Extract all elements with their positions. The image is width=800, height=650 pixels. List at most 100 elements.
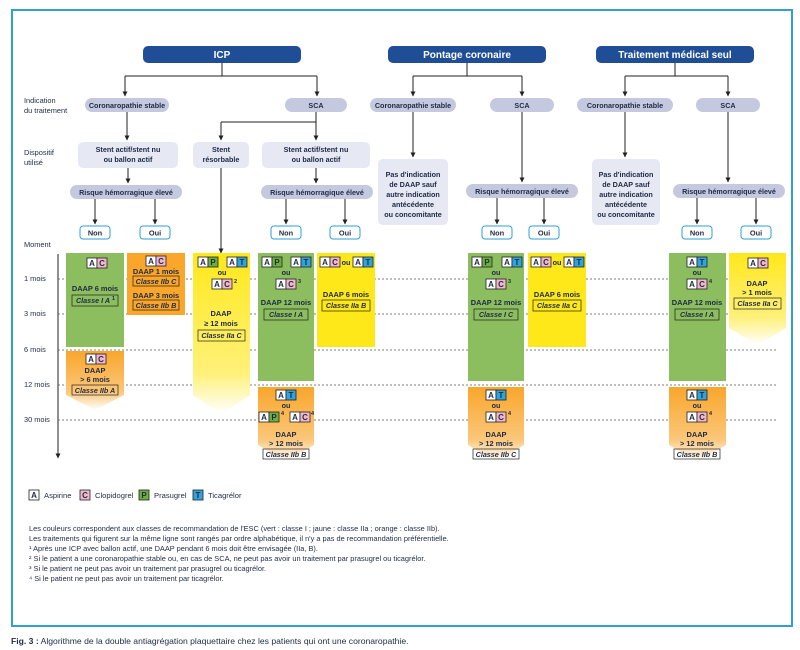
pill-medical-stable [577, 98, 673, 112]
b10-dur: > 12 mois [479, 439, 513, 448]
drug-p: P [484, 258, 490, 267]
b12-class: Classe IIa C [737, 299, 778, 308]
device-pontage-none-l1: Pas d'indication [386, 170, 441, 179]
legend-t-letter: T [196, 491, 201, 500]
b10-class: Classe IIb C [476, 450, 518, 459]
answer-oui-3-label: Oui [538, 229, 550, 238]
answer-non-4-label: Non [690, 229, 705, 238]
answer-oui-1 [139, 225, 171, 240]
header-pontage [388, 46, 546, 63]
answer-oui-2 [329, 225, 361, 240]
legend-ticagrelor: Ticagrélor [208, 491, 242, 500]
drug-t: T [700, 391, 705, 400]
drug-t: T [304, 258, 309, 267]
b2-daap2: DAAP 3 mois [133, 291, 179, 300]
header-icp [143, 46, 301, 63]
risk-icp-sca-label: Risque hémorragique élevé [270, 188, 364, 197]
b11-class: Classe I A [680, 310, 714, 319]
pill-icp-sca [285, 98, 347, 112]
b5-class: Classe I A [269, 310, 303, 319]
drug-group-b6: A C ou A T [319, 256, 374, 268]
device-medical-none-l3: autre indication [599, 190, 653, 199]
drug-a: A [750, 259, 756, 268]
drug-a: A [504, 258, 510, 267]
drug-a: A [278, 391, 284, 400]
ou-label: ou [282, 401, 291, 410]
b3-dur: > 6 mois [80, 375, 110, 384]
risk-medical-sca [673, 184, 785, 198]
drug-group-b9: A C ou A T [530, 256, 585, 268]
b2-class1: Classe IIb C [136, 277, 178, 286]
drug-a: A [689, 258, 695, 267]
drug-a: A [322, 258, 328, 267]
note-order: Les traitements qui figurent sur la même… [29, 533, 449, 543]
box-resorbable [193, 253, 250, 414]
answer-boxes: Non Oui Non Oui Non Oui Non Oui [79, 225, 772, 240]
sup-4: 4 [709, 411, 713, 417]
drug-a: A [200, 258, 206, 267]
drug-a: A [264, 258, 270, 267]
b12-daap: DAAP [747, 279, 768, 288]
device-icp-stable-l1: Stent actif/stent nu [96, 145, 161, 154]
b6-class: Classe IIa B [326, 301, 366, 310]
answer-non-3-label: Non [490, 229, 505, 238]
caption-text: Algorithme de la double antiagrégation p… [38, 636, 409, 646]
drug-t: T [577, 258, 582, 267]
drug-t: T [289, 391, 294, 400]
device-icp-sca-l2: ou ballon actif [292, 155, 341, 164]
pill-icp-sca-label: SCA [308, 101, 323, 110]
drug-c: C [699, 280, 705, 289]
pill-pontage-stable-label: Coronaropathie stable [375, 101, 451, 110]
risk-icp-sca [261, 185, 373, 199]
drug-group-b13: A T ou A C 4 [686, 389, 713, 423]
drug-a: A [488, 413, 494, 422]
drug-a: A [474, 258, 480, 267]
legend-c-letter: C [82, 491, 88, 500]
b13-class: Classe IIb B [677, 450, 718, 459]
box-pontage-after12 [468, 387, 524, 462]
b13-dur: > 12 mois [680, 439, 714, 448]
row-label-indication-2: du traitement [24, 106, 67, 115]
row-label-dispositif-1: Dispositif [24, 148, 55, 157]
sup-4: 4 [709, 279, 713, 285]
legend-a-letter: A [31, 491, 37, 500]
legend-p-letter: P [141, 491, 147, 500]
device-pontage-none-l5: ou concomitante [384, 210, 442, 219]
ou-label: ou [492, 401, 501, 410]
legend: A Aspirine C Clopidogrel P Prasugrel T T… [28, 489, 242, 501]
drug-t: T [499, 391, 504, 400]
b9-class: Classe IIa C [537, 301, 578, 310]
answer-oui-3 [528, 225, 560, 240]
drug-a: A [261, 413, 267, 422]
b7-class: Classe IIb B [266, 450, 307, 459]
row-label-dispositif-2: utilisé [24, 158, 43, 167]
drug-group-b10: A T ou A C 4 [485, 389, 512, 423]
row-label-moment: Moment [24, 240, 51, 249]
time-30-mois: 30 mois [24, 415, 50, 424]
drug-pair-b1: A C [86, 257, 108, 269]
pill-icp-stable [85, 98, 169, 112]
device-medical-none [592, 159, 660, 225]
drug-a: A [293, 258, 299, 267]
b5-daap: DAAP 12 mois [261, 298, 311, 307]
device-medical-none-l1: Pas d'indication [599, 170, 654, 179]
answer-non-2-label: Non [279, 229, 294, 238]
drug-t: T [366, 258, 371, 267]
device-resorbable-l2: résorbable [203, 155, 240, 164]
drug-c: C [760, 259, 766, 268]
time-1-mois: 1 mois [24, 274, 46, 283]
drug-a: A [214, 280, 220, 289]
drug-p: P [210, 258, 216, 267]
legend-aspirine: Aspirine [44, 491, 71, 500]
b9-daap: DAAP 6 mois [534, 290, 580, 299]
drug-a: A [292, 413, 298, 422]
sup-2: 2 [234, 279, 237, 285]
b8-class: Classe I C [479, 310, 514, 319]
drug-group-b5: A P A T ou A C 3 [261, 256, 312, 290]
answer-non-3 [481, 225, 513, 240]
drug-t: T [515, 258, 520, 267]
sup-3: 3 [508, 279, 511, 285]
drug-p: P [271, 413, 277, 422]
pill-pontage-sca-label: SCA [514, 101, 529, 110]
b4-daap: DAAP [211, 309, 232, 318]
